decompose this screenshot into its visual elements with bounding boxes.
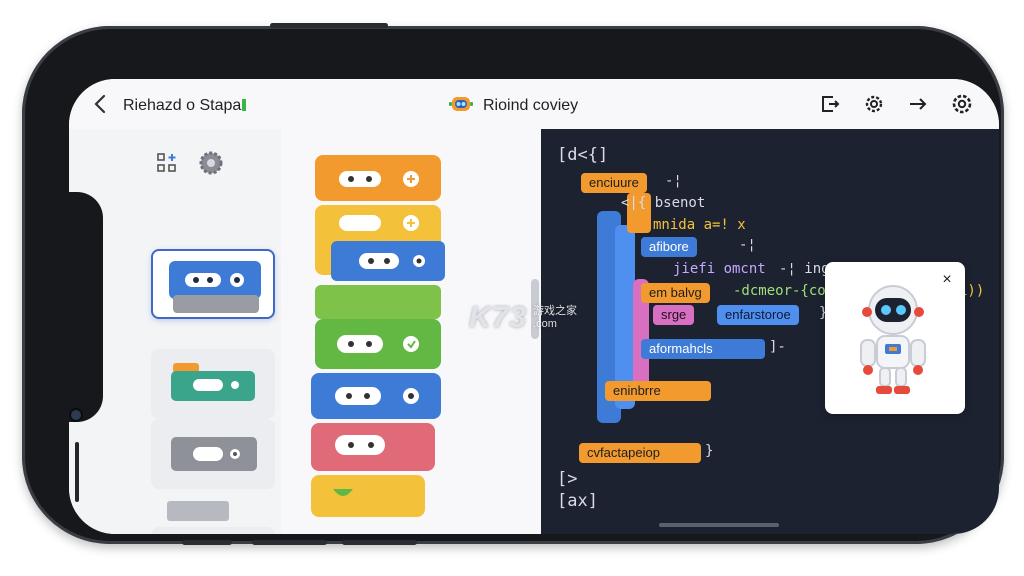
code-chip-srge[interactable]: srge (653, 305, 695, 325)
code-line-1[interactable]: [d<{] (557, 145, 609, 165)
pane-resize-handle[interactable] (531, 279, 539, 339)
code-line-9b[interactable]: ]- (769, 339, 786, 355)
top-bar: Riehazd o Stapa Rioind coviey (69, 79, 999, 130)
block-workspace (281, 129, 541, 534)
code-bar-pink (633, 279, 649, 395)
palette-block-teal[interactable] (151, 349, 275, 419)
robot-character (860, 285, 926, 394)
code-chip-em-balvg[interactable]: em balvg (641, 283, 710, 303)
code-bar-blue-light (615, 225, 635, 409)
app-title: Rioind coviey (449, 95, 578, 117)
side-button (342, 540, 417, 545)
code-chip-enclosure[interactable]: enciuure (581, 173, 647, 193)
robot-head-icon (449, 94, 473, 119)
gear-badge-icon[interactable] (197, 149, 225, 177)
watermark-domain: .com (533, 318, 557, 330)
block-green-light[interactable] (315, 285, 441, 319)
watermark-brand: K73 (469, 301, 528, 334)
gear-outline-icon[interactable] (861, 91, 887, 117)
camera-icon (71, 410, 81, 420)
code-line-7b[interactable]: -dcmeor-{co (733, 283, 826, 299)
palette-block-more[interactable] (151, 527, 275, 534)
grid-add-icon[interactable] (153, 149, 181, 177)
code-line-12[interactable]: [> (557, 469, 578, 489)
code-line-5b[interactable]: -¦ (739, 237, 756, 253)
project-title: Riehazd o Stapa (123, 97, 247, 115)
code-line-11b[interactable]: } (705, 443, 714, 459)
watermark: K73 游戏之家 .com (469, 301, 577, 335)
phone-notch (69, 192, 103, 502)
chevron-left-icon[interactable] (93, 93, 107, 119)
code-line-4[interactable]: mnida a=! x (653, 217, 746, 233)
settings-icon[interactable] (949, 91, 975, 117)
app-title-text: Rioind coviey (483, 97, 579, 114)
toolbar-actions (817, 91, 975, 117)
project-title-text: Riehazd o Stapa (123, 97, 242, 114)
app-screen: Riehazd o Stapa Rioind coviey (69, 79, 999, 534)
code-chip-eninbrre[interactable]: eninbrre (605, 381, 711, 401)
side-button (270, 23, 388, 28)
watermark-cn: 游戏之家 (533, 305, 578, 317)
code-line-7c[interactable]: i)) (959, 283, 985, 299)
code-line-3[interactable]: <|{ bsenot (621, 195, 706, 211)
close-icon[interactable]: × (942, 271, 952, 288)
palette-block-selected[interactable] (151, 249, 275, 319)
side-button (252, 540, 327, 545)
block-palette (69, 129, 282, 534)
speaker-grille (75, 442, 79, 502)
code-line-2b[interactable]: -¦ (665, 173, 682, 189)
code-chip-cvfactapeiop[interactable]: cvfactapeiop (579, 443, 701, 463)
code-bar-orange (627, 193, 651, 233)
home-indicator[interactable] (659, 523, 779, 527)
status-dot (242, 99, 247, 111)
phone-frame: Riehazd o Stapa Rioind coviey (22, 23, 1004, 545)
block-yellow-end[interactable] (311, 475, 425, 517)
palette-block-gray[interactable] (151, 419, 275, 489)
robot-preview-card: × (825, 262, 965, 414)
code-chip-enfarstoroe[interactable]: enfarstoroe (717, 305, 799, 325)
code-line-13[interactable]: [ax] (557, 491, 598, 511)
code-line-6[interactable]: jiefi omcnt (673, 261, 766, 277)
side-button (182, 540, 232, 545)
code-chip-afibore[interactable]: afibore (641, 237, 697, 257)
code-chip-aformahcls[interactable]: aformahcls (641, 339, 765, 359)
palette-block-stub[interactable] (151, 489, 275, 534)
export-icon[interactable] (817, 91, 843, 117)
block-stack (311, 155, 445, 517)
arrow-right-icon[interactable] (905, 91, 931, 117)
